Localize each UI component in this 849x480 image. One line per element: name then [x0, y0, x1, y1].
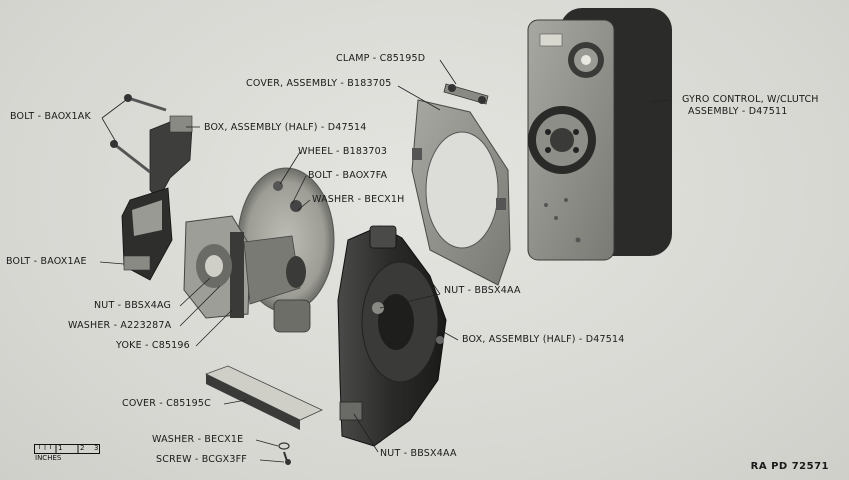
- label-screw: SCREW - BCGX3FF: [156, 454, 247, 465]
- label-gyro-line2: ASSEMBLY - D47511: [688, 106, 788, 117]
- yoke-assembly: [183, 215, 311, 333]
- inch-scale: 1 2 3 INCHES: [34, 444, 100, 462]
- cover-plate-lower: [204, 365, 323, 430]
- label-wheel: WHEEL - B183703: [298, 146, 388, 157]
- label-bolt-7fa: BOLT - BAOX7FA: [308, 170, 388, 181]
- label-clamp: CLAMP - C85195D: [336, 53, 426, 64]
- label-gyro-line1: GYRO CONTROL, W/CLUTCH: [682, 94, 819, 105]
- label-nut-4aa-right: NUT - BBSX4AA: [444, 285, 521, 296]
- box-half-lower: [337, 225, 447, 447]
- cover-assembly-plate: [411, 99, 511, 286]
- clamp-part: [443, 83, 489, 105]
- inch-scale-graphic: [34, 444, 100, 454]
- label-box-lower: BOX, ASSEMBLY (HALF) - D47514: [462, 334, 625, 345]
- washer-screw: [278, 442, 291, 465]
- label-cover-c: COVER - C85195C: [122, 398, 212, 409]
- gyro-control-assembly: [527, 8, 672, 261]
- ruler-unit: INCHES: [35, 454, 62, 462]
- label-washer-a223: WASHER - A223287A: [68, 320, 172, 331]
- box-half-upper: [121, 115, 193, 281]
- label-washer-1h: WASHER - BECX1H: [312, 194, 405, 205]
- label-yoke: YOKE - C85196: [116, 340, 190, 351]
- label-bolt-1ae: BOLT - BAOX1AE: [6, 256, 87, 267]
- leader-lines: [99, 59, 671, 463]
- plate-id: RA PD 72571: [750, 461, 829, 472]
- label-nut-4aa-bottom: NUT - BBSX4AA: [380, 448, 457, 459]
- ruler-tick-3: 3: [94, 444, 99, 452]
- label-nut-4ag: NUT - BBSX4AG: [94, 300, 172, 311]
- label-box-upper: BOX, ASSEMBLY (HALF) - D47514: [204, 122, 367, 133]
- ruler-tick-1: 1: [58, 444, 63, 452]
- label-cover-assembly: COVER, ASSEMBLY - B183705: [246, 78, 392, 89]
- label-washer-1e: WASHER - BECX1E: [152, 434, 244, 445]
- ruler-tick-2: 2: [80, 444, 85, 452]
- label-bolt-1ak: BOLT - BAOX1AK: [10, 111, 91, 122]
